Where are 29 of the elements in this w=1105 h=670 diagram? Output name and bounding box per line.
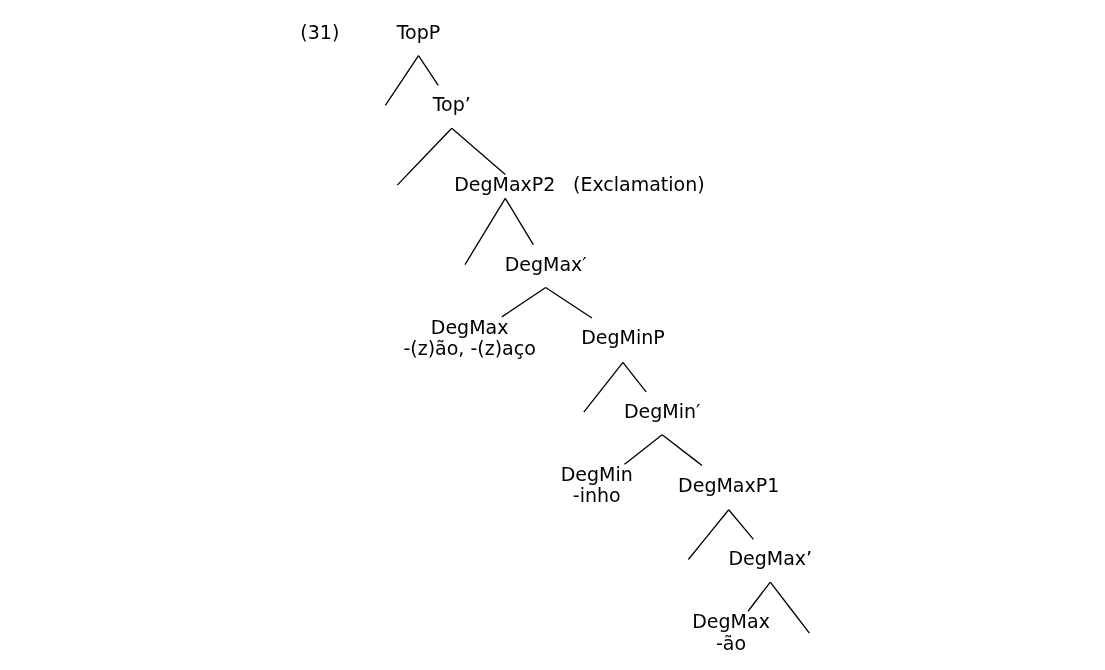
connector — [464, 197, 506, 266]
connector — [747, 581, 771, 612]
node-text: DegMaxP1 — [678, 473, 780, 496]
node-label: (Exclamation) — [573, 172, 705, 195]
connector — [501, 286, 547, 318]
connector — [504, 197, 534, 246]
node-text: DegMax’ — [728, 547, 813, 570]
node-text: DegMaxP2 — [454, 172, 556, 195]
node-text: DegMinP — [581, 326, 665, 349]
connector — [583, 361, 624, 413]
connector — [545, 286, 593, 319]
connector — [623, 434, 663, 465]
node-text: DegMax′ — [504, 252, 587, 275]
label: (31) — [300, 20, 340, 43]
node-text: DegMin′ — [623, 399, 701, 422]
connector — [769, 581, 811, 634]
node-text: DegMax -ão — [692, 610, 770, 654]
connector — [661, 434, 703, 467]
connector — [451, 127, 506, 176]
connector — [728, 509, 755, 540]
connector — [687, 509, 730, 561]
node-text: DegMax -(z)ão, -(z)aço — [403, 315, 536, 359]
connector — [396, 127, 453, 186]
connector — [384, 55, 420, 107]
connector — [622, 361, 647, 393]
connector — [417, 55, 439, 86]
node-text: Top’ — [432, 93, 471, 116]
node-text: DegMin -inho — [560, 462, 633, 507]
node-text: TopP — [396, 20, 441, 43]
